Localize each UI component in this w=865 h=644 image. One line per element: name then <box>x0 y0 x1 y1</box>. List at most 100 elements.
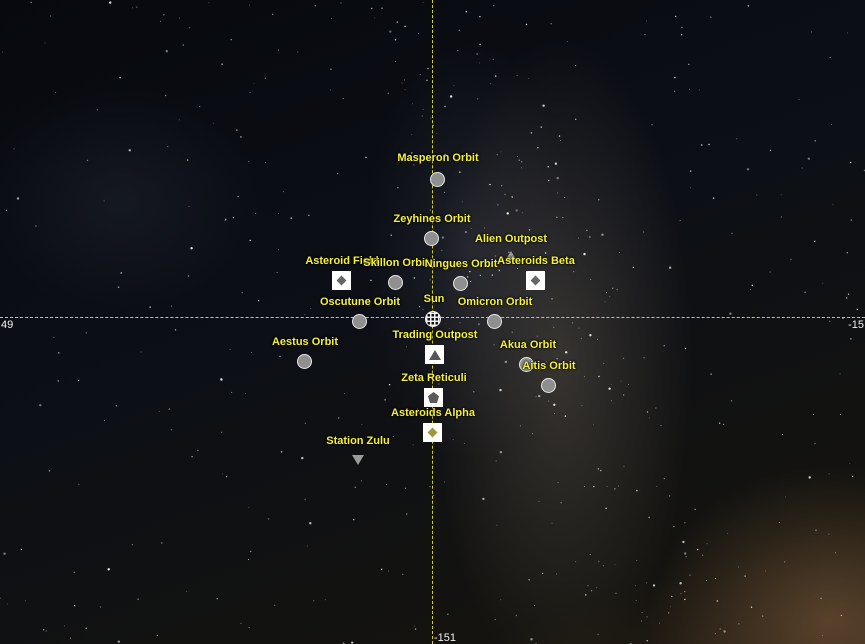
star <box>63 625 65 627</box>
star <box>50 15 52 17</box>
star <box>174 329 177 331</box>
star <box>230 38 232 41</box>
star <box>525 23 528 26</box>
star <box>249 4 250 6</box>
star <box>561 257 563 259</box>
star <box>216 598 218 600</box>
star <box>3 552 6 555</box>
star <box>354 486 356 488</box>
star <box>673 525 675 528</box>
star <box>279 355 281 357</box>
star <box>554 162 558 165</box>
star <box>248 507 250 509</box>
star <box>537 147 539 149</box>
star <box>747 5 750 7</box>
star <box>620 380 622 382</box>
star <box>500 599 502 601</box>
star <box>604 301 606 303</box>
star <box>313 600 315 602</box>
asteroid-diamond-icon[interactable] <box>423 423 442 442</box>
star <box>609 295 611 297</box>
star <box>668 495 671 497</box>
asteroid-diamond-icon[interactable] <box>526 271 545 290</box>
star <box>421 115 423 117</box>
star <box>491 274 493 276</box>
star <box>116 405 118 407</box>
star <box>394 263 396 265</box>
trading-triangle-icon[interactable] <box>425 345 444 364</box>
pentagon-icon[interactable] <box>424 388 443 407</box>
outpost-triangle-icon[interactable] <box>505 251 517 261</box>
star <box>646 582 648 584</box>
star <box>660 425 662 427</box>
star <box>614 488 616 490</box>
star <box>237 195 239 198</box>
star <box>846 297 848 299</box>
star <box>86 159 89 162</box>
planet-circle-icon[interactable] <box>297 354 312 369</box>
star <box>688 88 690 90</box>
star <box>598 199 600 201</box>
star <box>477 98 479 100</box>
map-object-label: Sun <box>423 293 445 305</box>
planet-circle-icon[interactable] <box>388 275 403 290</box>
x-axis-max-label: -15 <box>848 319 864 331</box>
star <box>392 436 394 437</box>
star <box>453 85 455 87</box>
star <box>45 630 47 632</box>
star <box>548 179 550 182</box>
star <box>389 30 392 33</box>
star <box>710 373 712 375</box>
star <box>479 274 482 277</box>
star <box>856 308 858 311</box>
star <box>430 117 432 119</box>
star <box>167 146 169 148</box>
star <box>401 82 403 84</box>
star <box>769 271 771 273</box>
star <box>187 275 190 277</box>
star <box>635 600 637 601</box>
star <box>610 383 612 385</box>
star <box>829 57 831 58</box>
star <box>839 373 841 375</box>
star <box>390 234 392 236</box>
planet-circle-icon[interactable] <box>519 357 534 372</box>
star <box>78 483 80 485</box>
star <box>187 159 189 161</box>
planet-circle-icon[interactable] <box>430 172 445 187</box>
star <box>689 170 692 172</box>
station-triangle-icon[interactable] <box>352 455 364 465</box>
map-object-label: Trading Outpost <box>392 329 478 341</box>
star <box>438 383 440 385</box>
planet-circle-icon[interactable] <box>453 276 468 291</box>
star <box>20 548 23 551</box>
star <box>835 552 836 554</box>
star <box>632 266 635 269</box>
star <box>405 487 406 489</box>
star <box>652 584 656 587</box>
star <box>808 476 811 479</box>
star <box>590 279 592 280</box>
star <box>361 424 363 426</box>
star <box>516 156 518 157</box>
star <box>565 351 568 354</box>
sun-globe-icon[interactable] <box>425 311 441 327</box>
star <box>119 77 121 79</box>
star <box>832 203 834 205</box>
planet-circle-icon[interactable] <box>352 314 367 329</box>
star <box>612 287 614 289</box>
star <box>264 77 266 79</box>
star <box>814 240 816 242</box>
star <box>225 476 228 478</box>
star <box>550 23 552 25</box>
planet-circle-icon[interactable] <box>487 314 502 329</box>
star <box>44 42 46 44</box>
asteroid-diamond-icon[interactable] <box>332 271 351 290</box>
star <box>839 414 841 416</box>
star <box>738 623 740 625</box>
planet-circle-icon[interactable] <box>541 378 556 393</box>
star <box>508 251 510 253</box>
star <box>511 196 513 198</box>
planet-circle-icon[interactable] <box>424 231 439 246</box>
